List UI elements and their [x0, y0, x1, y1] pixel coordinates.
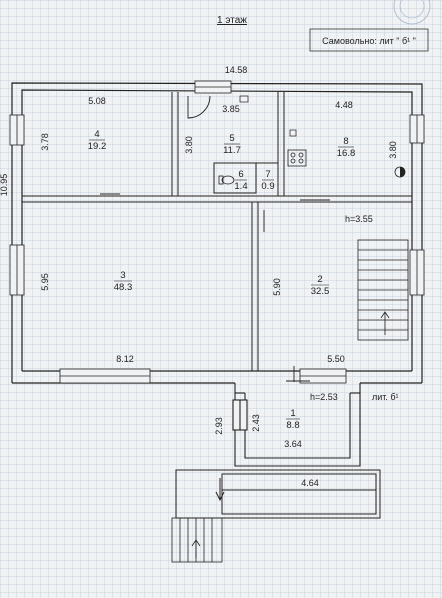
svg-text:4: 4: [94, 129, 99, 140]
floor-title: 1 этаж: [217, 15, 247, 26]
height-room1: h=2.53: [310, 392, 338, 402]
svg-text:8: 8: [343, 136, 348, 147]
svg-text:16.8: 16.8: [337, 148, 356, 159]
dim-room3-height: 5.95: [40, 273, 50, 291]
dim-room8-height: 3.80: [388, 141, 398, 159]
svg-text:0.9: 0.9: [261, 181, 274, 192]
svg-text:6: 6: [238, 169, 243, 180]
socket-icon: [239, 95, 297, 137]
stamp-mark: [393, 0, 431, 25]
interior-walls: [22, 92, 412, 371]
toilet-icon: [218, 175, 235, 185]
room-6-label: 6 1.4: [234, 169, 247, 192]
dim-room1-height: 2.43: [251, 414, 261, 432]
svg-text:8.8: 8.8: [286, 420, 299, 431]
svg-text:2: 2: [317, 274, 322, 285]
dim-room4-height: 3.78: [40, 133, 50, 151]
svg-text:19.2: 19.2: [88, 141, 107, 152]
svg-text:1.4: 1.4: [234, 181, 247, 192]
dim-room1-outer-height: 2.93: [214, 417, 224, 435]
note-text: Самовольно: лит " б¹ ": [322, 36, 416, 46]
windows: [9, 80, 425, 384]
dim-porch-width: 4.64: [301, 478, 319, 488]
svg-text:48.3: 48.3: [114, 282, 133, 293]
svg-text:5: 5: [229, 133, 234, 144]
room-4-label: 4 19.2: [88, 129, 107, 152]
room-1-label: 1 8.8: [286, 408, 300, 431]
doors: [100, 95, 330, 382]
dim-room8-width: 4.48: [335, 100, 353, 110]
staircase-exterior: [171, 517, 223, 563]
svg-text:7: 7: [265, 169, 270, 180]
room-3-label: 3 48.3: [114, 270, 133, 293]
svg-text:1: 1: [290, 408, 295, 419]
dim-room2-height: 5.90: [272, 278, 282, 296]
dim-room1-width: 3.64: [284, 439, 302, 449]
dim-room4-width: 5.08: [88, 96, 106, 106]
extension-walls: [232, 380, 361, 467]
note-box: [309, 28, 429, 52]
lit-label: лит. б¹: [372, 392, 399, 402]
room-2-label: 2 32.5: [311, 274, 330, 297]
dim-top-total: 14.58: [225, 65, 248, 75]
main-house-walls: [11, 82, 423, 384]
height-room2: h=3.55: [345, 214, 373, 224]
svg-text:32.5: 32.5: [311, 286, 330, 297]
dim-room3-width: 8.12: [116, 354, 134, 364]
dim-room5-height: 3.80: [184, 136, 194, 154]
porch: [175, 469, 381, 519]
svg-text:11.7: 11.7: [223, 145, 241, 156]
dim-left-total: 10.95: [0, 174, 9, 197]
dim-room2-width: 5.50: [327, 354, 345, 364]
svg-text:3: 3: [120, 270, 125, 281]
room-7-label: 7 0.9: [261, 169, 274, 192]
dim-room5-width: 3.85: [222, 104, 240, 114]
staircase-interior: [357, 239, 409, 341]
room-8-label: 8 16.8: [337, 136, 356, 159]
stove-icon: [287, 149, 307, 167]
boiler-icon: [394, 166, 406, 178]
room-5-label: 5 11.7: [223, 133, 241, 156]
